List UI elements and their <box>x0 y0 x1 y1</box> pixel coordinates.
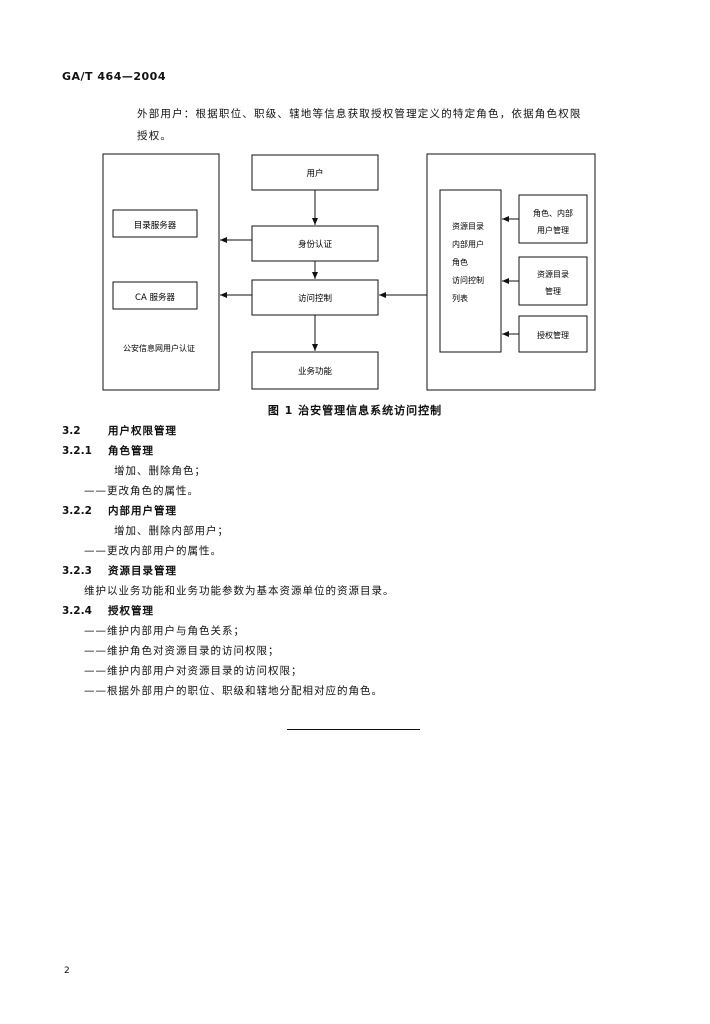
item-322-b: ——更改内部用户的属性。 <box>84 545 222 557</box>
access-control-list-line-3: 角色 <box>452 257 468 267</box>
section-title: 角色管理 <box>108 445 154 457</box>
access-control-list-line-2: 内部用户 <box>452 239 484 249</box>
item-321-a: 增加、删除角色； <box>114 465 206 477</box>
directory-server-label: 目录服务器 <box>134 220 177 231</box>
resource-directory-management-box <box>518 256 588 306</box>
access-control-list-line-5: 列表 <box>452 293 468 303</box>
figure-caption: 图 1 治安管理信息系统访问控制 <box>267 404 443 417</box>
business-function-box <box>251 351 379 390</box>
section-heading-3-2-1: 3.2.1 角色管理 <box>62 441 154 461</box>
section-heading-3-2-4: 3.2.4 授权管理 <box>62 601 154 621</box>
section-title: 资源目录管理 <box>108 565 177 577</box>
item-324-c: ——维护内部用户对资源目录的访问权限； <box>84 665 303 677</box>
section-number: 3.2 <box>62 425 81 437</box>
section-number: 3.2.3 <box>62 565 92 577</box>
item-321-b: ——更改角色的属性。 <box>84 485 199 497</box>
access-control-diagram: 目录服务器 CA 服务器 公安信息网用户认证 用户 身份认证 访问控制 业务功能… <box>102 153 596 391</box>
intro-line-1: 外部用户：根据职位、职级、辖地等信息获取授权管理定义的特定角色，依据角色权限 <box>137 108 582 120</box>
access-control-list-box <box>439 189 502 353</box>
document-code-header: GA/T 464—2004 <box>62 70 166 83</box>
access-control-label: 访问控制 <box>298 293 332 304</box>
resource-directory-management-line-2: 管理 <box>545 286 561 296</box>
authentication-label: 身份认证 <box>298 239 333 250</box>
intro-paragraph: 外部用户：根据职位、职级、辖地等信息获取授权管理定义的特定角色，依据角色权限 授… <box>137 103 657 147</box>
left-container-box <box>102 153 220 391</box>
item-322-a: 增加、删除内部用户； <box>114 525 229 537</box>
role-user-management-line-2: 用户管理 <box>537 225 569 235</box>
item-323-a: 维护以业务功能和业务功能参数为基本资源单位的资源目录。 <box>84 585 395 597</box>
section-title: 用户权限管理 <box>108 425 177 437</box>
section-number: 3.2.4 <box>62 605 92 617</box>
section-number: 3.2.1 <box>62 445 92 457</box>
section-heading-3-2-3: 3.2.3 资源目录管理 <box>62 561 177 581</box>
section-heading-3-2-2: 3.2.2 内部用户管理 <box>62 501 177 521</box>
section-title: 内部用户管理 <box>108 505 177 517</box>
section-title: 授权管理 <box>108 605 154 617</box>
item-324-b: ——维护角色对资源目录的访问权限； <box>84 645 280 657</box>
end-rule <box>287 729 420 730</box>
item-324-d: ——根据外部用户的职位、职级和辖地分配相对应的角色。 <box>84 685 383 697</box>
intro-line-2: 授权。 <box>137 130 173 142</box>
ca-server-label: CA 服务器 <box>135 292 175 303</box>
user-label: 用户 <box>306 168 323 179</box>
access-control-list-line-1: 资源目录 <box>452 221 484 231</box>
section-number: 3.2.2 <box>62 505 92 517</box>
authorization-management-label: 授权管理 <box>537 330 569 340</box>
item-324-a: ——维护内部用户与角色关系； <box>84 625 245 637</box>
directory-server-box <box>112 209 198 238</box>
left-container-label: 公安信息网用户认证 <box>123 343 195 353</box>
section-heading-3-2: 3.2 用户权限管理 <box>62 421 177 441</box>
access-control-list-line-4: 访问控制 <box>452 275 484 285</box>
right-container-box <box>426 153 596 391</box>
resource-directory-management-line-1: 资源目录 <box>537 269 569 279</box>
page-number: 2 <box>64 966 70 976</box>
role-user-management-box <box>518 194 588 244</box>
ca-server-box <box>112 281 198 310</box>
role-user-management-line-1: 角色、内部 <box>533 208 573 218</box>
business-function-label: 业务功能 <box>298 366 333 377</box>
